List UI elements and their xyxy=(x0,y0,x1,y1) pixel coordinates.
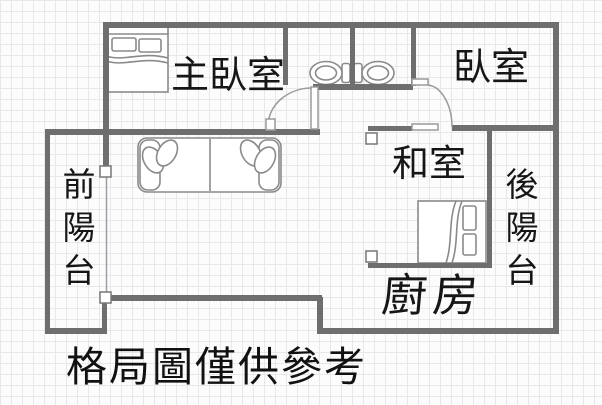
toilet-left xyxy=(309,60,351,86)
wall-balcony-left xyxy=(45,129,50,334)
wall-kitchen-step xyxy=(317,297,323,334)
label-master-bedroom: 主臥室 xyxy=(171,55,286,97)
door-stop xyxy=(265,118,276,131)
single-bed xyxy=(417,200,487,264)
wall-bottom-right xyxy=(317,328,559,334)
door-leaf xyxy=(411,123,439,131)
door-jamb xyxy=(411,78,429,86)
label-kitchen: 廚房 xyxy=(379,270,487,321)
wall-tatami-bottom xyxy=(368,263,492,268)
double-bed xyxy=(105,26,169,93)
door-bedroom xyxy=(411,78,453,131)
sofa-pillow-left xyxy=(141,139,179,174)
wall-top xyxy=(103,22,558,28)
walls xyxy=(45,22,559,334)
toilet-right xyxy=(353,60,395,86)
wall-post xyxy=(99,291,112,304)
wall-hall-bottom-left xyxy=(368,126,413,131)
sofa-pillow-right xyxy=(239,139,277,174)
label-tatami-room: 和室 xyxy=(392,143,466,184)
door-swing-arc xyxy=(427,84,453,128)
label-bedroom: 臥室 xyxy=(453,47,530,89)
wall-tatami-divider xyxy=(487,125,492,267)
caption-disclaimer: 格局圖僅供參考 xyxy=(66,344,367,390)
label-back-balcony: 後陽台 xyxy=(501,167,538,296)
door-leaf xyxy=(310,86,319,130)
wall-post xyxy=(365,132,378,145)
wall-bath-mid xyxy=(350,26,355,86)
wall-bath-right xyxy=(411,26,416,86)
wall-bath-left xyxy=(283,27,288,85)
wall-bath-bottom xyxy=(313,84,413,90)
wall-post xyxy=(99,165,112,178)
wall-living-top xyxy=(45,129,320,135)
wall-left-upper xyxy=(103,22,109,172)
wall-right xyxy=(553,22,559,334)
wall-bedroom-bottom xyxy=(452,125,558,131)
wall-balcony-bottom xyxy=(45,328,107,334)
wall-post xyxy=(365,250,378,263)
label-front-balcony: 前陽台 xyxy=(58,167,95,296)
wall-mid-bottom xyxy=(103,295,322,301)
sofa xyxy=(137,137,282,193)
door-hallway xyxy=(265,86,319,131)
wall-balcony-right-lower xyxy=(102,297,107,334)
